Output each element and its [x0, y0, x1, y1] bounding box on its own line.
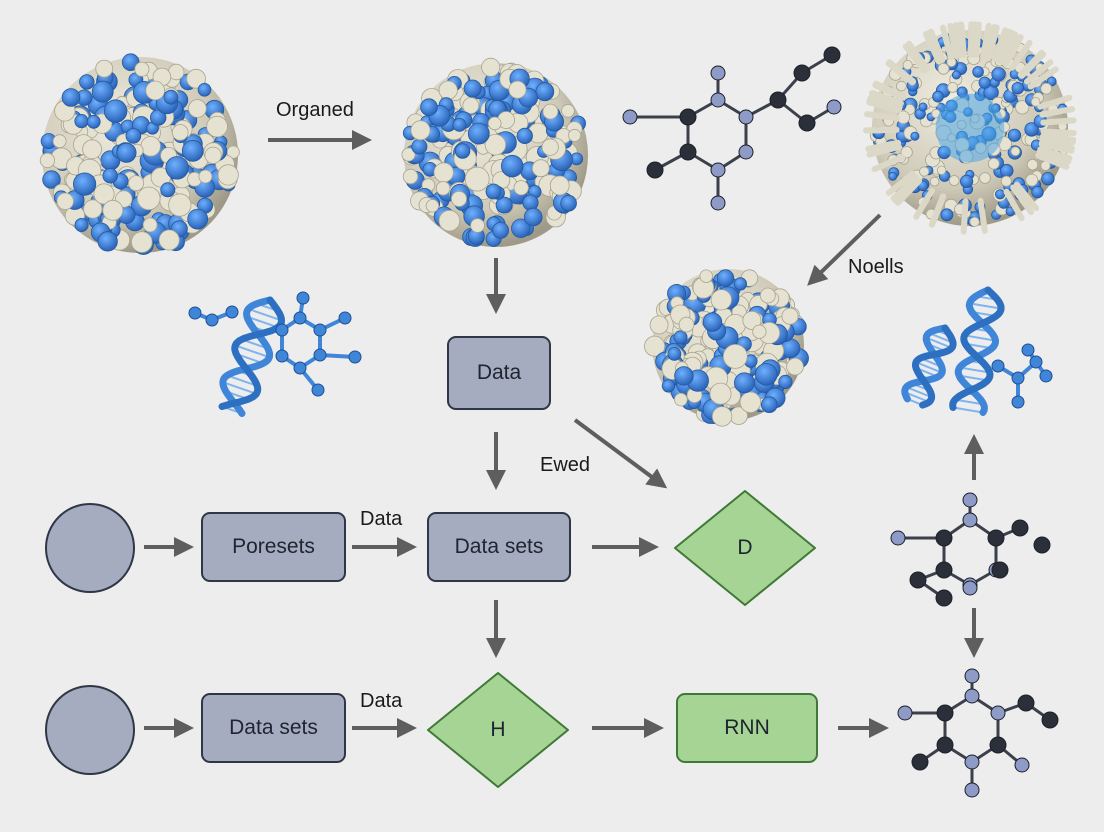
- arrows: [144, 130, 984, 738]
- node-d[interactable]: D: [672, 488, 818, 608]
- protein-sphere-icon: [401, 57, 588, 247]
- arrow-data-to-d: [573, 418, 668, 489]
- node-poresets[interactable]: Poresets: [201, 512, 346, 582]
- node-rnn[interactable]: RNN: [676, 693, 818, 763]
- protein-sphere-icon: [863, 21, 1077, 235]
- label-noells: Noells: [848, 256, 904, 278]
- arrow-noells: [807, 213, 882, 286]
- node-data-sets-mid[interactable]: Data sets: [427, 512, 571, 582]
- node-data-sets-bottom[interactable]: Data sets: [201, 693, 346, 763]
- label-data-mid: Data: [360, 508, 403, 530]
- label-ewed: Ewed: [540, 454, 591, 476]
- dna-helix-icon: [901, 286, 1053, 416]
- start-circle-mid[interactable]: [45, 503, 135, 593]
- protein-sphere-icon: [644, 269, 809, 427]
- start-circle-bottom[interactable]: [45, 685, 135, 775]
- node-h[interactable]: H: [425, 670, 571, 790]
- molecule-icon: [890, 492, 1051, 607]
- molecule-icon: [622, 46, 842, 211]
- node-h-label: H: [490, 718, 506, 741]
- label-organed: Organed: [276, 99, 354, 121]
- dna-helix-icon: [188, 291, 362, 417]
- molecule-icon: [897, 668, 1059, 798]
- node-d-label: D: [737, 536, 753, 559]
- protein-sphere-icon: [39, 53, 240, 255]
- label-data-bottom: Data: [360, 690, 403, 712]
- node-data[interactable]: Data: [447, 336, 551, 410]
